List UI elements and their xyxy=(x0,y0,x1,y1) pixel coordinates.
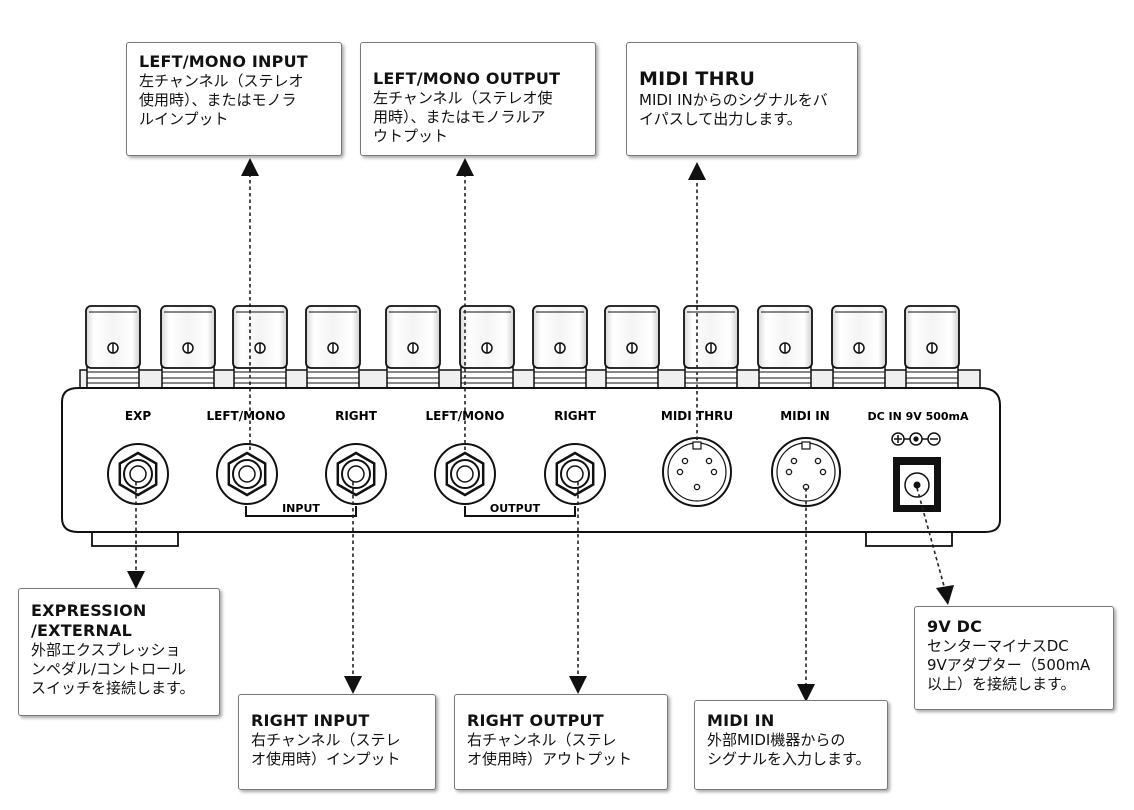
knob xyxy=(532,305,588,389)
knob xyxy=(160,305,216,389)
callout-right-output: RIGHT OUTPUT 右チャンネル（ステレ オ使用時）アウトプット xyxy=(454,694,668,790)
output-bracket-label: OUTPUT xyxy=(490,502,541,515)
callout-description: 左チャンネル（ステレオ使 用時）、またはモノラルア ウトプット xyxy=(373,89,553,145)
callout-title: MIDI THRU xyxy=(639,68,756,90)
output-right-jack xyxy=(544,443,606,505)
knob xyxy=(831,305,887,389)
midi-in-socket xyxy=(771,437,841,507)
callout-description: 外部MIDI機器からの シグナルを入力します。 xyxy=(707,731,871,768)
knob xyxy=(757,305,813,389)
callout-title: RIGHT OUTPUT xyxy=(467,711,604,730)
label-input-right: RIGHT xyxy=(335,409,378,423)
input-bracket-label: INPUT xyxy=(282,502,320,515)
label-dc-in: DC IN 9V 500mA xyxy=(867,410,969,423)
callout-description: 右チャンネル（ステレ オ使用時）アウトプット xyxy=(467,731,633,768)
knob xyxy=(232,305,288,389)
knob xyxy=(305,305,361,389)
callout-left-mono-input: LEFT/MONO INPUT 左チャンネル（ステレオ 使用時）、またはモノラ … xyxy=(126,42,342,156)
knob xyxy=(459,305,515,389)
pedal-body xyxy=(61,387,1001,533)
callout-right-input: RIGHT INPUT 右チャンネル（ステレ オ使用時）インプット xyxy=(238,694,436,790)
knob xyxy=(904,305,960,389)
knob xyxy=(604,305,660,389)
exp-jack xyxy=(107,443,169,505)
callout-title: LEFT/MONO OUTPUT xyxy=(373,69,561,88)
knob xyxy=(683,305,739,389)
dc-jack xyxy=(893,457,941,512)
arrowheads xyxy=(127,158,954,702)
midi-thru-socket xyxy=(662,437,732,507)
callout-left-mono-output: LEFT/MONO OUTPUT 左チャンネル（ステレオ使 用時）、またはモノラ… xyxy=(360,42,596,156)
label-midi-thru: MIDI THRU xyxy=(661,409,733,423)
label-midi-in: MIDI IN xyxy=(780,409,830,423)
callout-midi-thru: MIDI THRU MIDI INからのシグナルをバ イパスして出力します。 xyxy=(626,42,858,156)
knob xyxy=(85,305,141,389)
input-right-jack xyxy=(325,443,387,505)
callout-description: MIDI INからのシグナルをバ イパスして出力します。 xyxy=(639,91,828,128)
label-input-left: LEFT/MONO xyxy=(207,409,286,423)
knob-row xyxy=(85,305,960,389)
callout-title: EXPRESSION /EXTERNAL xyxy=(31,601,147,640)
knob xyxy=(385,305,441,389)
callout-midi-in: MIDI IN 外部MIDI機器からの シグナルを入力します。 xyxy=(694,700,888,790)
label-exp: EXP xyxy=(125,409,151,423)
callout-9v-dc: 9V DC センターマイナスDC 9Vアダプター（500mA 以上）を接続します… xyxy=(914,606,1114,710)
label-output-right: RIGHT xyxy=(554,409,597,423)
callout-description: 外部エクスプレッショ ンペダル/コントロール スイッチを接続します。 xyxy=(31,641,195,697)
callout-description: センターマイナスDC 9Vアダプター（500mA 以上）を接続します。 xyxy=(927,637,1091,693)
callout-title: LEFT/MONO INPUT xyxy=(139,52,308,71)
callout-title: MIDI IN xyxy=(707,711,775,730)
callout-description: 右チャンネル（ステレ オ使用時）インプット xyxy=(251,731,401,768)
output-left-jack xyxy=(434,443,496,505)
callout-description: 左チャンネル（ステレオ 使用時）、またはモノラ ルインプット xyxy=(139,72,304,128)
callout-title: RIGHT INPUT xyxy=(251,711,370,730)
polarity-icon xyxy=(891,432,941,446)
input-left-jack xyxy=(216,443,278,505)
callout-expression-external: EXPRESSION /EXTERNAL 外部エクスプレッショ ンペダル/コント… xyxy=(18,588,220,716)
callout-title: 9V DC xyxy=(927,617,983,636)
